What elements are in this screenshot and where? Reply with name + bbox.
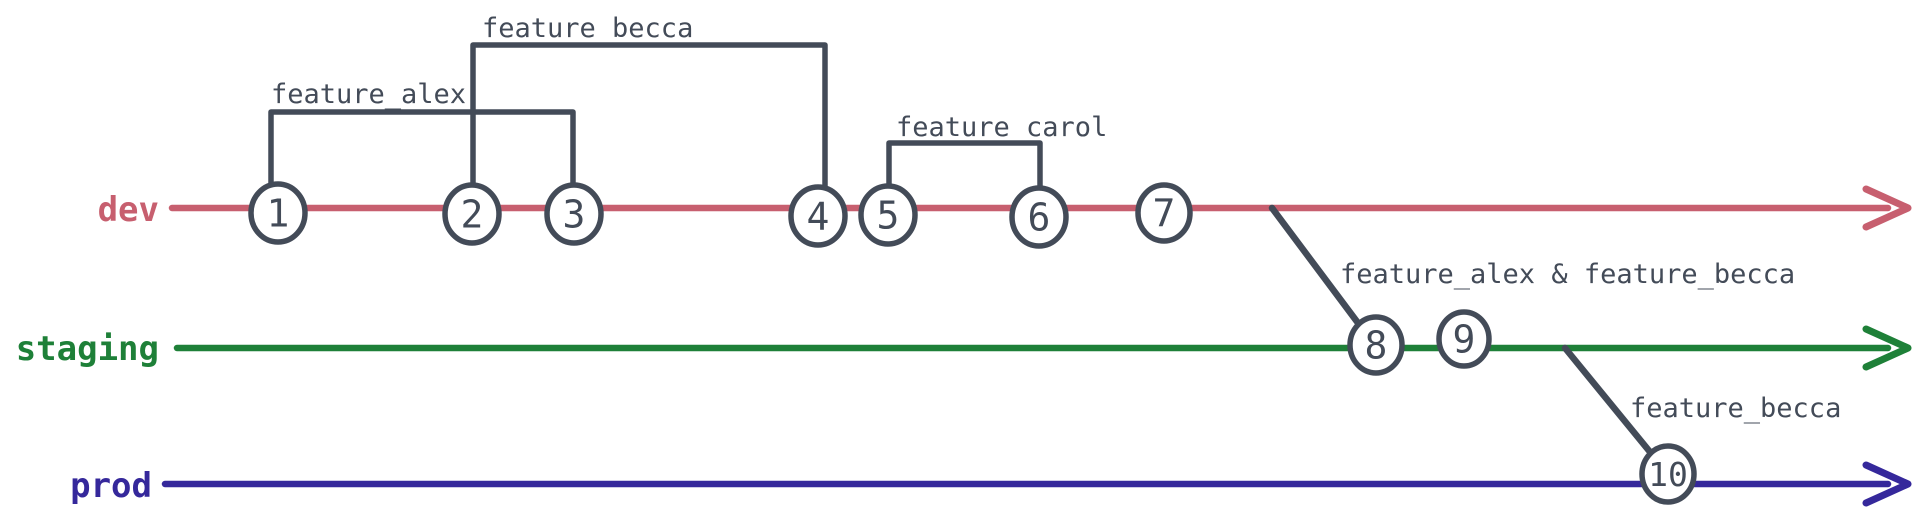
bracket-line-feature_alex xyxy=(268,109,576,190)
commit-circle-7 xyxy=(1135,182,1193,244)
branch-label-staging: staging xyxy=(16,329,159,369)
commit-number-3: 3 xyxy=(563,193,586,237)
commit-node-5: 5 xyxy=(858,183,918,247)
commit-node-10: 10 xyxy=(1639,443,1697,505)
bracket-label-feature_alex: feature_alex xyxy=(271,79,466,110)
commit-number-1: 1 xyxy=(267,192,290,236)
commit-number-4: 4 xyxy=(807,195,830,239)
commit-number-5: 5 xyxy=(877,194,900,238)
commit-circle-3 xyxy=(544,182,604,246)
arrowhead-icon-dev xyxy=(1862,185,1912,231)
commit-circle-10 xyxy=(1639,443,1697,505)
branch-dev: dev xyxy=(98,185,1912,231)
commit-number-7: 7 xyxy=(1153,192,1176,236)
branch-prod: prod xyxy=(70,461,1912,507)
commit-node-3: 3 xyxy=(544,182,604,246)
commit-circle-2 xyxy=(442,182,502,246)
branch-label-prod: prod xyxy=(70,466,152,506)
branch-label-dev: dev xyxy=(98,190,159,230)
merge-label-1: feature_alex & feature_becca xyxy=(1340,259,1795,290)
bracket-label-feature_carol: feature_carol xyxy=(896,112,1107,143)
feature-bracket-feature_becca: feature_becca xyxy=(470,13,828,192)
branch-staging: staging xyxy=(16,325,1912,371)
merge-line-2 xyxy=(1561,344,1654,456)
bracket-line-feature_becca xyxy=(470,42,828,192)
commit-node-7: 7 xyxy=(1135,182,1193,244)
feature-bracket-feature_carol: feature_carol xyxy=(886,112,1107,193)
commit-node-8: 8 xyxy=(1347,314,1405,376)
commit-node-1: 1 xyxy=(248,181,308,245)
commit-circle-5 xyxy=(858,183,918,247)
commit-number-9: 9 xyxy=(1453,318,1476,362)
commit-circle-4 xyxy=(788,184,848,248)
merge-label-2: feature_becca xyxy=(1630,393,1841,424)
commit-number-6: 6 xyxy=(1028,196,1051,240)
commit-node-4: 4 xyxy=(788,184,848,248)
commit-node-6: 6 xyxy=(1009,185,1069,249)
merge-staging-to-commit-10: feature_becca xyxy=(1561,344,1841,456)
commit-node-9: 9 xyxy=(1436,309,1492,369)
bracket-label-feature_becca: feature_becca xyxy=(482,13,693,44)
merge-line-1 xyxy=(1268,204,1362,327)
feature-bracket-feature_alex: feature_alex xyxy=(268,79,576,190)
commit-number-2: 2 xyxy=(461,193,484,237)
commit-number-10: 10 xyxy=(1648,455,1688,494)
commit-number-8: 8 xyxy=(1365,324,1388,368)
arrowhead-icon-staging xyxy=(1862,325,1912,371)
merge-dev-to-commit-8: feature_alex & feature_becca xyxy=(1268,204,1795,327)
commit-node-2: 2 xyxy=(442,182,502,246)
arrowhead-icon-prod xyxy=(1862,461,1912,507)
commit-circle-9 xyxy=(1436,309,1492,369)
commit-circle-1 xyxy=(248,181,308,245)
commit-circle-6 xyxy=(1009,185,1069,249)
bracket-line-feature_carol xyxy=(886,140,1043,193)
commit-circle-8 xyxy=(1347,314,1405,376)
